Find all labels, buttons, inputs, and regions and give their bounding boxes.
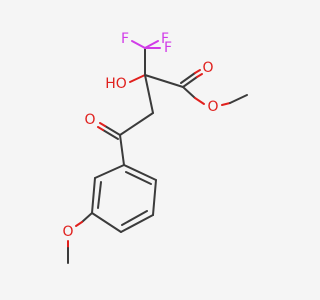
ring-bond-4: [91, 212, 122, 233]
bond-ester-c-o: [182, 86, 196, 99]
ring-inner-2: [121, 210, 148, 226]
structure-diagram: F F F HO O O O O: [62, 31, 248, 264]
atom-f-left: F: [121, 31, 129, 47]
atom-ketone-o: O: [84, 112, 95, 128]
atom-ester-o: O: [207, 99, 218, 115]
atom-ester-carbonyl-o: O: [202, 60, 213, 76]
bond-ester-c-o-red: [194, 97, 205, 105]
bond-c-ester-c: [144, 74, 184, 88]
bond-ester-o-me-red: [221, 102, 231, 106]
bond-ester-co-a: [182, 76, 198, 88]
atom-f-lower: F: [164, 40, 172, 56]
ring-bond-6: [94, 164, 125, 179]
atom-hydroxyl: HO: [105, 76, 127, 92]
bond-cf3-f-right: [144, 40, 159, 49]
bond-cf3-f-left: [131, 40, 146, 49]
ring-bond-5: [91, 177, 96, 214]
ring-bond-2: [152, 179, 157, 216]
bond-ring-methoxy-red: [75, 221, 83, 227]
bond-ketone-co-b-o: [97, 126, 104, 131]
bond-ring-methoxy: [81, 212, 93, 223]
bond-c-ch2: [144, 74, 154, 114]
bond-c-oh: [129, 74, 146, 83]
bond-ketone-co-b: [102, 129, 119, 140]
bond-ester-co-b-o: [194, 69, 201, 74]
bond-ketone-co-a-o: [99, 122, 106, 127]
ring-bond-1: [123, 164, 157, 181]
bond-ch2-ketone: [119, 112, 154, 136]
bond-ester-co-a-o: [196, 73, 203, 78]
molecule-canvas: F F F HO O O O O: [62, 31, 248, 264]
ring-inner-3: [97, 181, 102, 209]
bond-ketone-co-a: [104, 125, 121, 136]
bond-ester-o-me: [229, 94, 248, 104]
atom-methoxy-o: O: [62, 224, 73, 240]
atom-f-right: F: [161, 31, 169, 47]
bond-ketone-ring: [119, 134, 125, 166]
ring-bond-3: [120, 214, 154, 233]
ring-inner-1: [125, 171, 152, 185]
bond-ester-co-b: [180, 72, 196, 84]
